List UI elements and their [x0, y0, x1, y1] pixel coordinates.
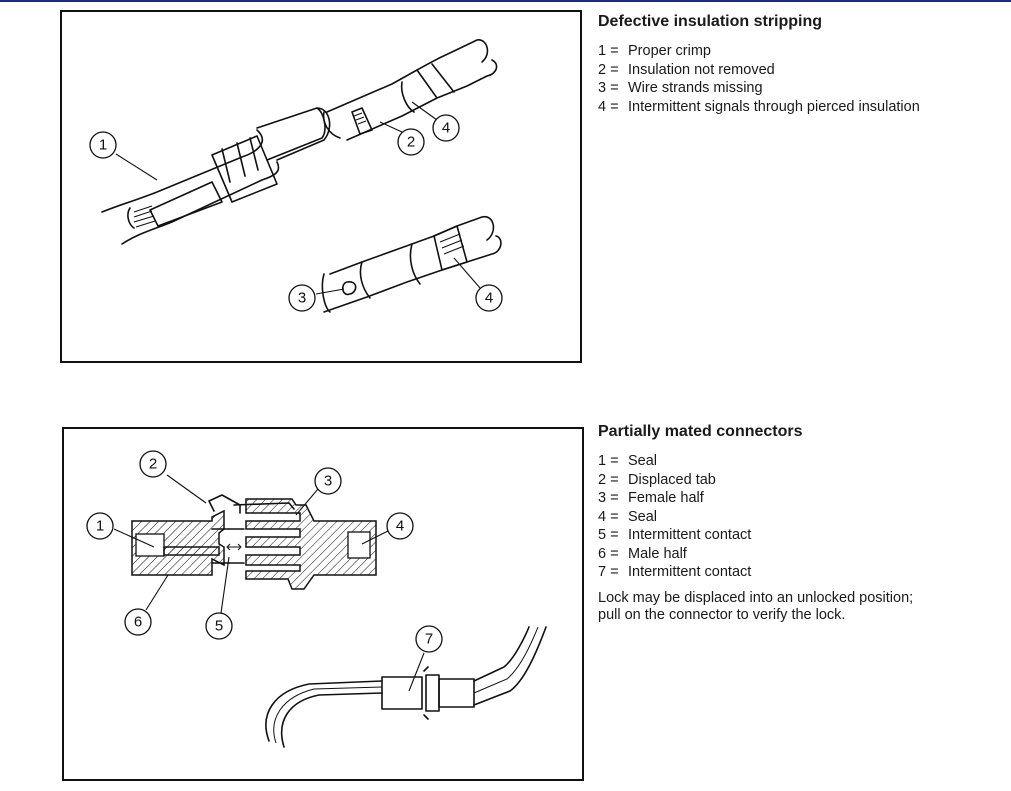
callout-4-pierced-insulation-lower: 4: [453, 257, 503, 312]
svg-text:2: 2: [149, 456, 157, 473]
partially-mated-connectors-list: 1 =Seal 2 =Displaced tab 3 =Female half …: [598, 452, 998, 582]
connector-diagram: 2 3 1 4 6 5: [86, 450, 547, 748]
callout-4-seal: 4: [361, 512, 414, 545]
svg-text:5: 5: [215, 618, 223, 635]
list-item: 4 =Intermittent signals through pierced …: [598, 98, 920, 115]
insulation-stripping-list: 1 =Proper crimp 2 =Insulation not remove…: [598, 42, 998, 116]
proper-crimp-illustration: [101, 107, 331, 245]
list-item: 1 =Proper crimp: [598, 43, 711, 59]
callout-5-intermittent-contact: 5: [205, 556, 233, 640]
harness-connector-illustration: [265, 626, 547, 748]
insulation-stripping-legend: Defective insulation stripping 1 =Proper…: [598, 12, 998, 116]
list-item: 3 =Female half: [598, 490, 704, 506]
female-half-cross-section: [208, 494, 377, 590]
male-half-cross-section: [131, 509, 230, 576]
list-item: 7 =Intermittent contact: [598, 564, 752, 580]
svg-text:1: 1: [96, 518, 104, 535]
svg-text:4: 4: [442, 120, 450, 137]
top-rule: [0, 0, 1011, 2]
svg-text:4: 4: [396, 518, 404, 535]
callout-2-displaced-tab: 2: [139, 450, 207, 504]
insulation-stripping-figure: 1 2 4: [60, 10, 582, 363]
partially-mated-connectors-title: Partially mated connectors: [598, 423, 803, 440]
callout-3-strands-missing: 3: [288, 284, 345, 312]
svg-text:1: 1: [99, 137, 107, 154]
insulation-not-removed-illustration: [322, 39, 498, 141]
partially-mated-connectors-figure: 2 3 1 4 6 5: [62, 427, 584, 781]
svg-text:3: 3: [324, 473, 332, 490]
callout-2-insulation-not-removed: 2: [379, 121, 425, 156]
list-item: 3 =Wire strands missing: [598, 80, 763, 96]
list-item: 2 =Insulation not removed: [598, 61, 775, 78]
svg-text:7: 7: [425, 631, 433, 648]
callout-1-seal: 1: [86, 512, 155, 548]
callout-7-intermittent-contact: 7: [408, 625, 443, 692]
list-item: 5 =Intermittent contact: [598, 527, 752, 543]
svg-text:2: 2: [407, 134, 415, 151]
list-item: 1 =Seal: [598, 453, 658, 469]
callout-4-pierced-insulation-upper: 4: [411, 101, 460, 142]
wire-strands-missing-illustration: [321, 215, 502, 313]
svg-text:6: 6: [134, 614, 142, 631]
insulation-stripping-title: Defective insulation stripping: [598, 13, 823, 30]
partially-mated-connectors-legend: Partially mated connectors 1 =Seal 2 =Di…: [598, 422, 998, 624]
insulation-stripping-diagram: 1 2 4: [89, 39, 503, 313]
list-item: 6 =Male half: [598, 545, 687, 562]
callout-3-female-half: 3: [295, 467, 342, 516]
svg-text:3: 3: [298, 290, 306, 307]
list-item: 2 =Displaced tab: [598, 471, 716, 488]
svg-text:4: 4: [485, 290, 493, 307]
callout-6-male-half: 6: [124, 574, 169, 636]
callout-1-proper-crimp: 1: [89, 131, 158, 181]
lock-verification-note: Lock may be displaced into an unlocked p…: [598, 589, 914, 623]
list-item: 4 =Seal: [598, 508, 658, 525]
